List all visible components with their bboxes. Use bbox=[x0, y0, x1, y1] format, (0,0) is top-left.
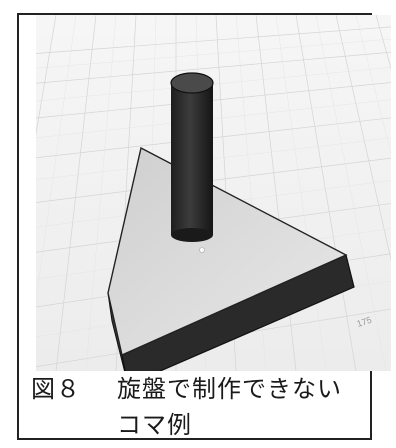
figure-number: 図８ bbox=[31, 375, 81, 403]
cylinder-bottom bbox=[171, 228, 213, 242]
scale-tick-label: 175 bbox=[356, 315, 373, 329]
triangle-top-face bbox=[107, 146, 348, 356]
cylinder-body bbox=[171, 83, 213, 235]
3d-model-render: 175 bbox=[36, 15, 391, 371]
center-marker bbox=[199, 247, 205, 253]
cylinder-top bbox=[170, 72, 214, 94]
figure-frame: 175 図８ 旋盤で制作できない コマ例 bbox=[17, 13, 391, 443]
figure-caption: 図８ 旋盤で制作できない コマ例 bbox=[31, 371, 371, 443]
caption-line-2: コマ例 bbox=[117, 411, 192, 439]
caption-line-1: 旋盤で制作できない bbox=[117, 375, 342, 403]
